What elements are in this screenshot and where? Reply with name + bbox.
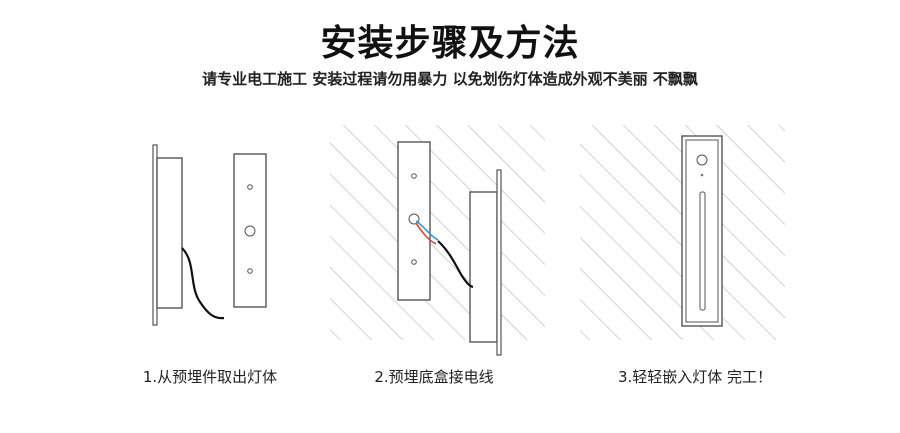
- step-1-caption: 1.从预埋件取出灯体: [142, 368, 278, 386]
- connecting-wires: [415, 220, 474, 289]
- wall-hatching: [330, 125, 545, 340]
- page-title: 安装步骤及方法: [320, 23, 580, 64]
- installed-lamp-front-view: [681, 135, 723, 327]
- lamp-body-front-view: [233, 153, 267, 308]
- screw-hole-icon: [411, 173, 417, 179]
- power-wire: [181, 247, 225, 320]
- lamp-body-side-view: [469, 169, 502, 356]
- screw-hole-icon: [411, 259, 417, 265]
- embedded-box-side-view: [152, 144, 183, 326]
- screw-hole-icon: [247, 268, 253, 274]
- step-2-caption: 2.预埋底盒接电线: [374, 368, 494, 386]
- center-hole-icon: [244, 225, 256, 237]
- step-1-illustration: [152, 144, 267, 326]
- step-3-caption: 3.轻轻嵌入灯体 完工！: [617, 368, 773, 386]
- indicator-dot-icon: [700, 173, 704, 177]
- step-3-illustration: [580, 125, 785, 340]
- sensor-icon: [696, 154, 708, 166]
- step-2-illustration: [330, 125, 545, 356]
- embedded-box-front-view: [397, 141, 431, 301]
- screw-hole-icon: [247, 184, 253, 190]
- light-slot: [699, 191, 706, 311]
- page-subtitle: 请专业电工施工 安装过程请勿用暴力 以免划伤灯体造成外观不美丽 不飘飘: [202, 70, 698, 88]
